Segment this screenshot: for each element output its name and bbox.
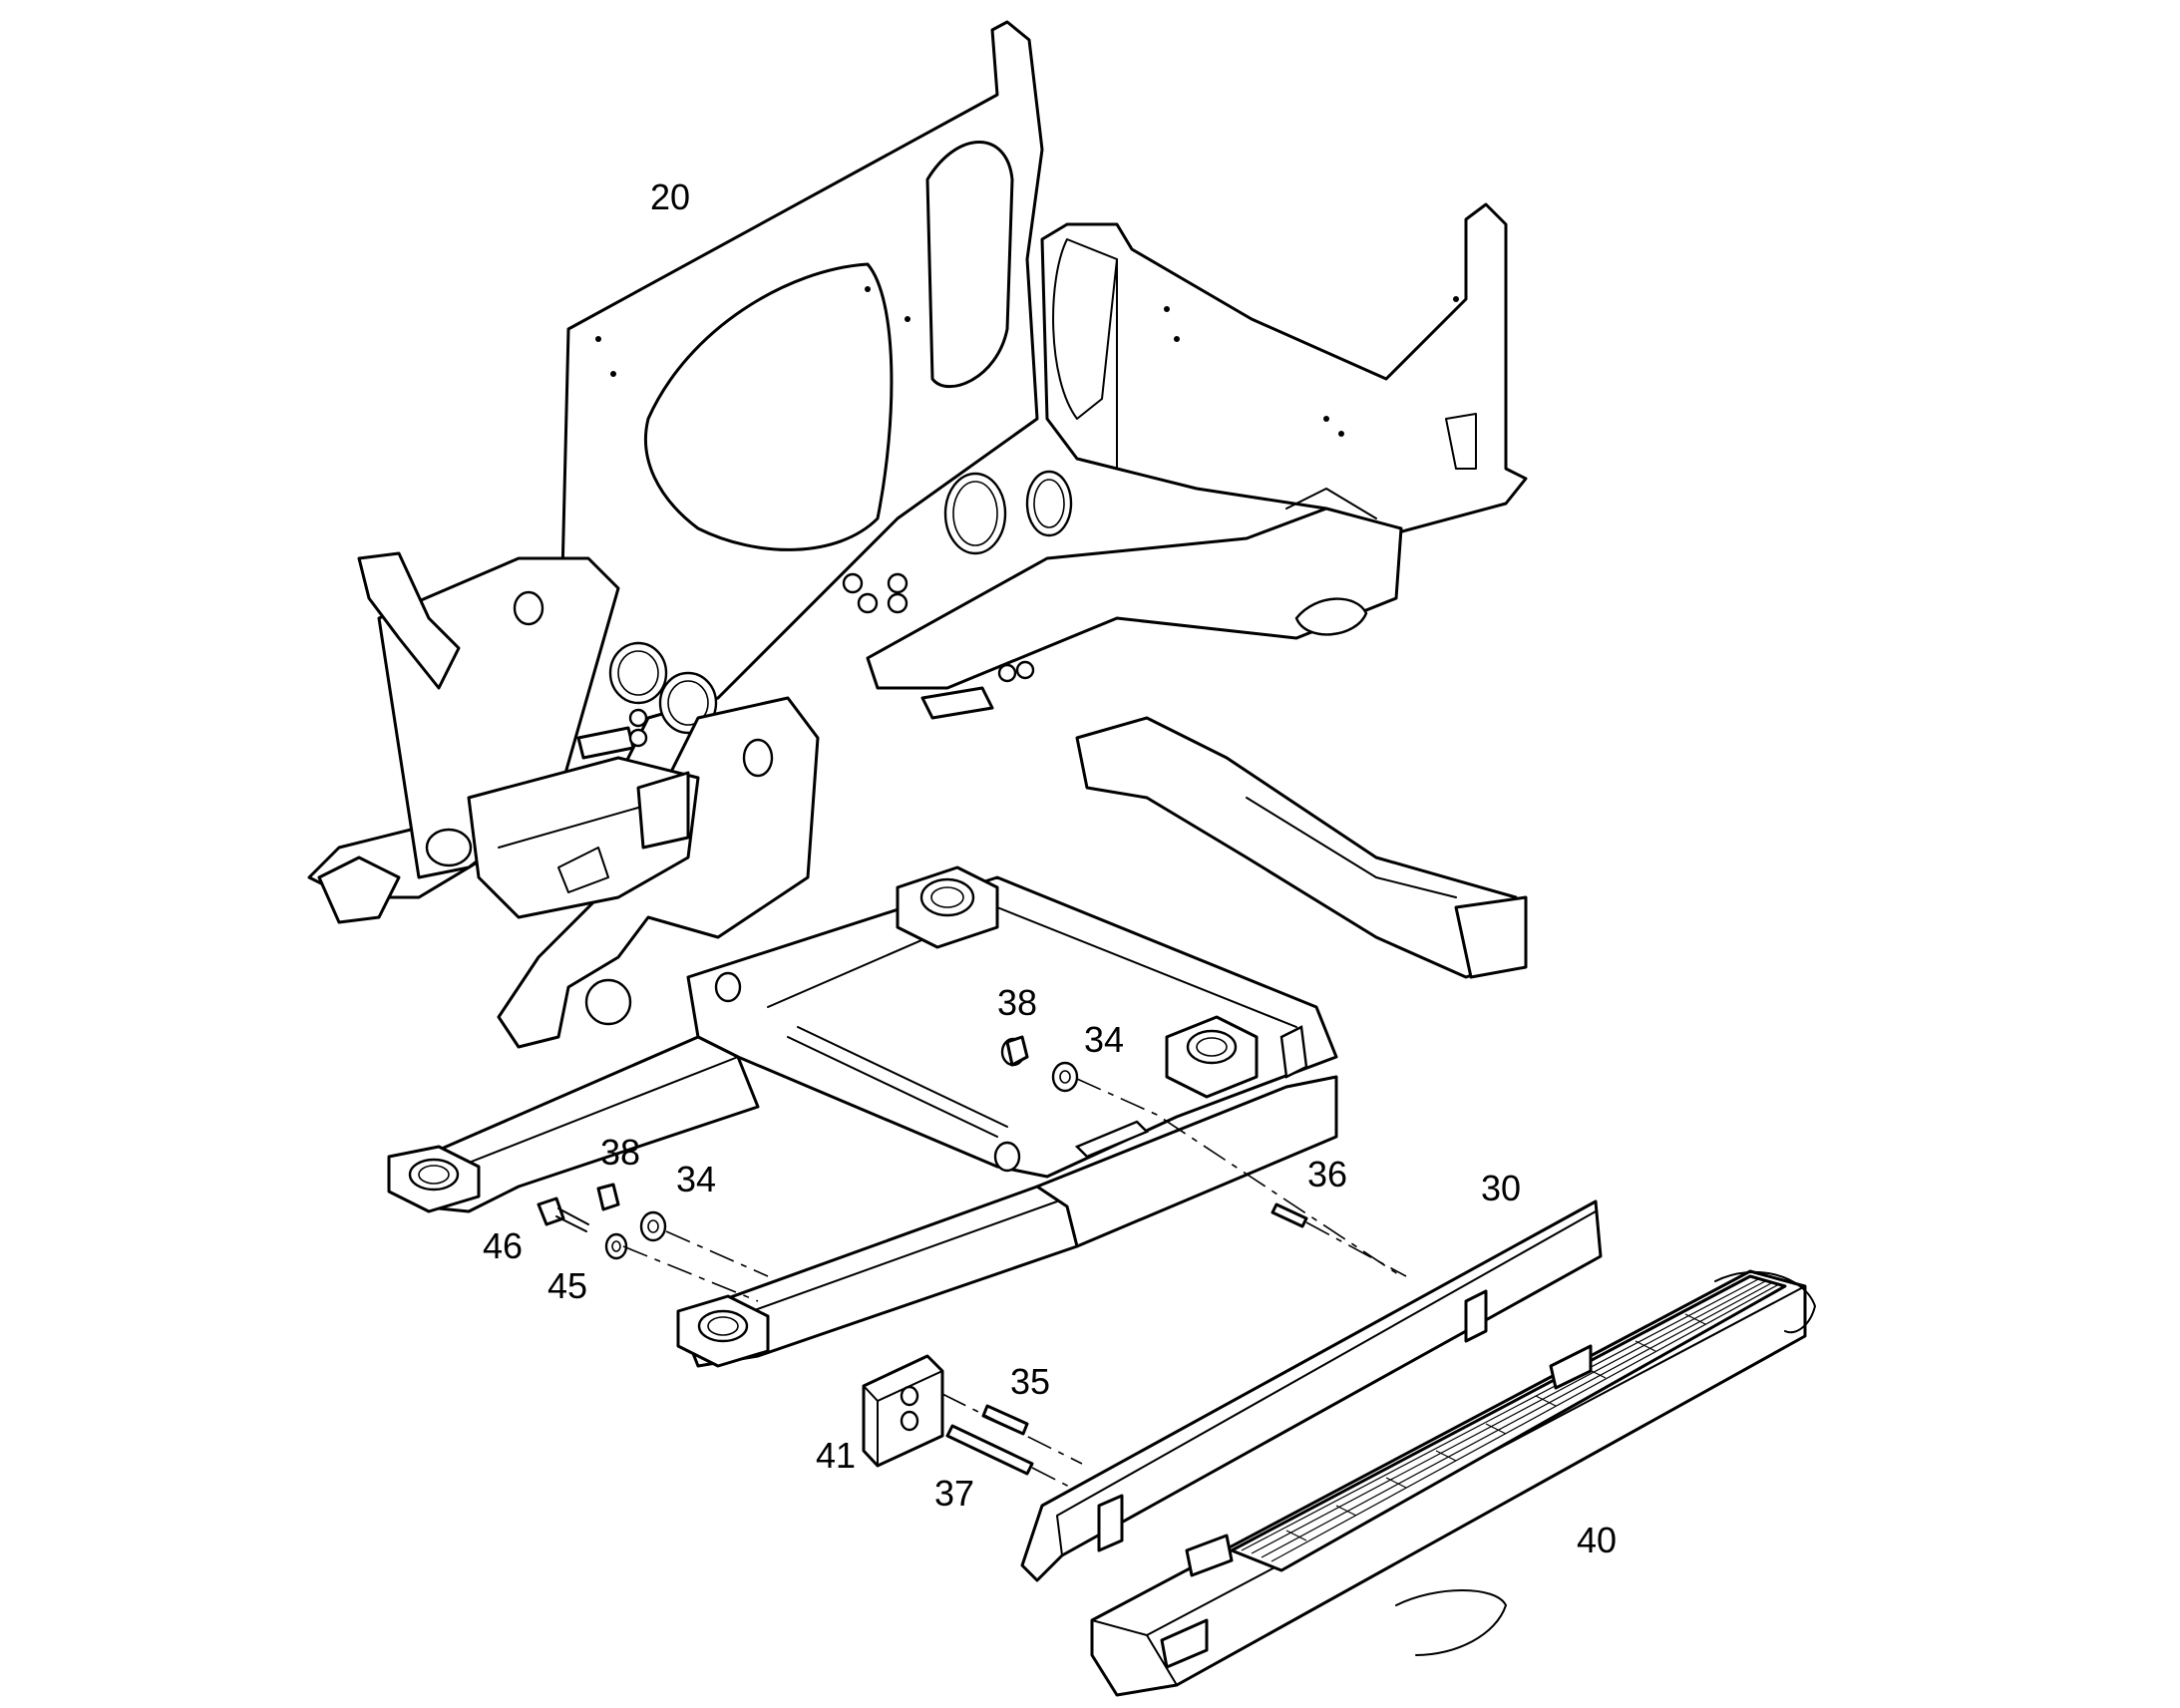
callouts: 20 38 34 38 34 36 30 46 45 35 41 37 40 xyxy=(483,176,1617,1560)
main-frame-part xyxy=(307,20,1528,1049)
callout-38-lower: 38 xyxy=(600,1132,640,1173)
bracket-channel-part xyxy=(1020,1199,1603,1582)
step-platform-part xyxy=(1090,1269,1816,1697)
callout-40: 40 xyxy=(1577,1520,1617,1560)
callout-36: 36 xyxy=(1307,1154,1347,1195)
callout-41: 41 xyxy=(816,1435,856,1476)
callout-20: 20 xyxy=(650,176,690,217)
callout-46: 46 xyxy=(483,1225,523,1266)
hardware-parts xyxy=(537,1035,1407,1492)
chassis-frame xyxy=(387,865,1338,1368)
callout-35: 35 xyxy=(1010,1361,1050,1402)
callout-34-lower: 34 xyxy=(676,1159,716,1199)
callout-38-upper: 38 xyxy=(997,982,1037,1023)
callout-30: 30 xyxy=(1481,1168,1521,1208)
callout-34-upper: 34 xyxy=(1084,1019,1124,1060)
callout-45: 45 xyxy=(547,1265,587,1306)
callout-37: 37 xyxy=(934,1473,974,1514)
